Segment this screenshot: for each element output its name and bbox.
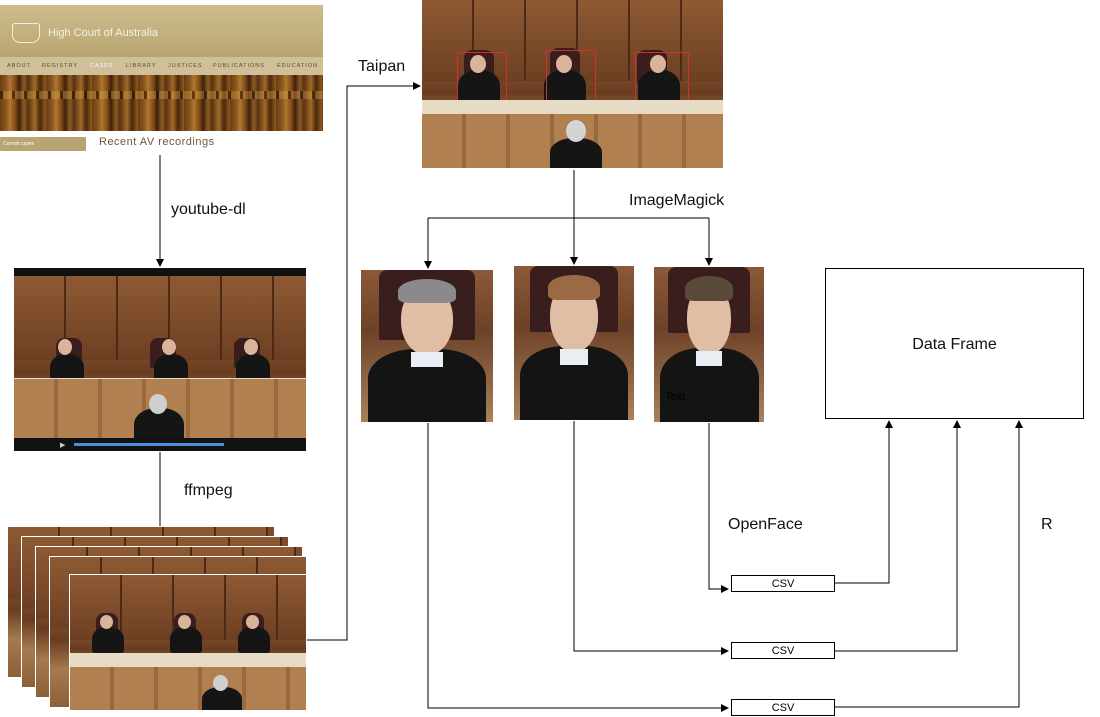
imagemagick-label: ImageMagick	[629, 192, 725, 209]
ffmpeg-label: ffmpeg	[184, 482, 233, 499]
video-player-frame: ▶	[14, 268, 306, 451]
website-title: High Court of Australia	[48, 27, 159, 39]
arrow-face-1-to-csv-3	[427, 423, 729, 712]
face-detection-box	[635, 52, 689, 104]
law-books-banner	[0, 75, 323, 131]
arrow-csv-1-to-dataframe	[835, 420, 893, 584]
arrow-csv-2-to-dataframe	[835, 420, 961, 652]
nav-item-cases: CASES	[90, 63, 114, 69]
openface-label: OpenFace	[728, 516, 803, 533]
video-progress-bar	[74, 443, 224, 446]
arrow-face-2-to-csv-2	[573, 421, 729, 655]
arrow-face-3-to-csv-1	[708, 423, 729, 593]
nav-item-library: LIBRARY	[126, 63, 157, 69]
taipan-detection-frame	[422, 0, 723, 168]
face-text-label: Text	[665, 391, 686, 403]
recent-av-heading: Recent AV recordings	[99, 136, 215, 148]
face-detection-box	[546, 50, 596, 102]
csv-box-3: CSV	[731, 699, 835, 716]
nav-item-about: ABOUT	[7, 63, 31, 69]
nav-item-education: EDUCATION	[277, 63, 318, 69]
taipan-label: Taipan	[358, 58, 406, 75]
face-crop-3: Text	[654, 267, 764, 422]
youtube-dl-label: youtube-dl	[171, 201, 246, 218]
nav-item-publications: PUBLICATIONS	[213, 63, 265, 69]
website-nav: ABOUT REGISTRY CASES LIBRARY JUSTICES PU…	[0, 57, 323, 75]
play-icon: ▶	[60, 442, 66, 449]
current-cases-tab: Current cases	[0, 137, 86, 151]
coat-of-arms-icon	[12, 23, 40, 43]
csv-box-1: CSV	[731, 575, 835, 592]
r-label: R	[1041, 516, 1053, 533]
frame-card-front	[69, 574, 307, 711]
face-detection-box	[457, 52, 507, 104]
face-crop-1	[361, 270, 493, 422]
data-frame-label: Data Frame	[912, 336, 997, 353]
data-frame-box	[825, 268, 1084, 419]
arrow-frames-to-taipan	[305, 82, 421, 641]
face-crop-2	[514, 266, 634, 420]
website-screenshot: High Court of Australia ABOUT REGISTRY C…	[0, 5, 323, 131]
nav-item-justices: JUSTICES	[168, 63, 203, 69]
website-header: High Court of Australia	[0, 5, 323, 57]
arrow-csv-3-to-dataframe	[835, 420, 1023, 708]
nav-item-registry: REGISTRY	[42, 63, 79, 69]
csv-box-2: CSV	[731, 642, 835, 659]
video-controls: ▶	[14, 438, 306, 451]
